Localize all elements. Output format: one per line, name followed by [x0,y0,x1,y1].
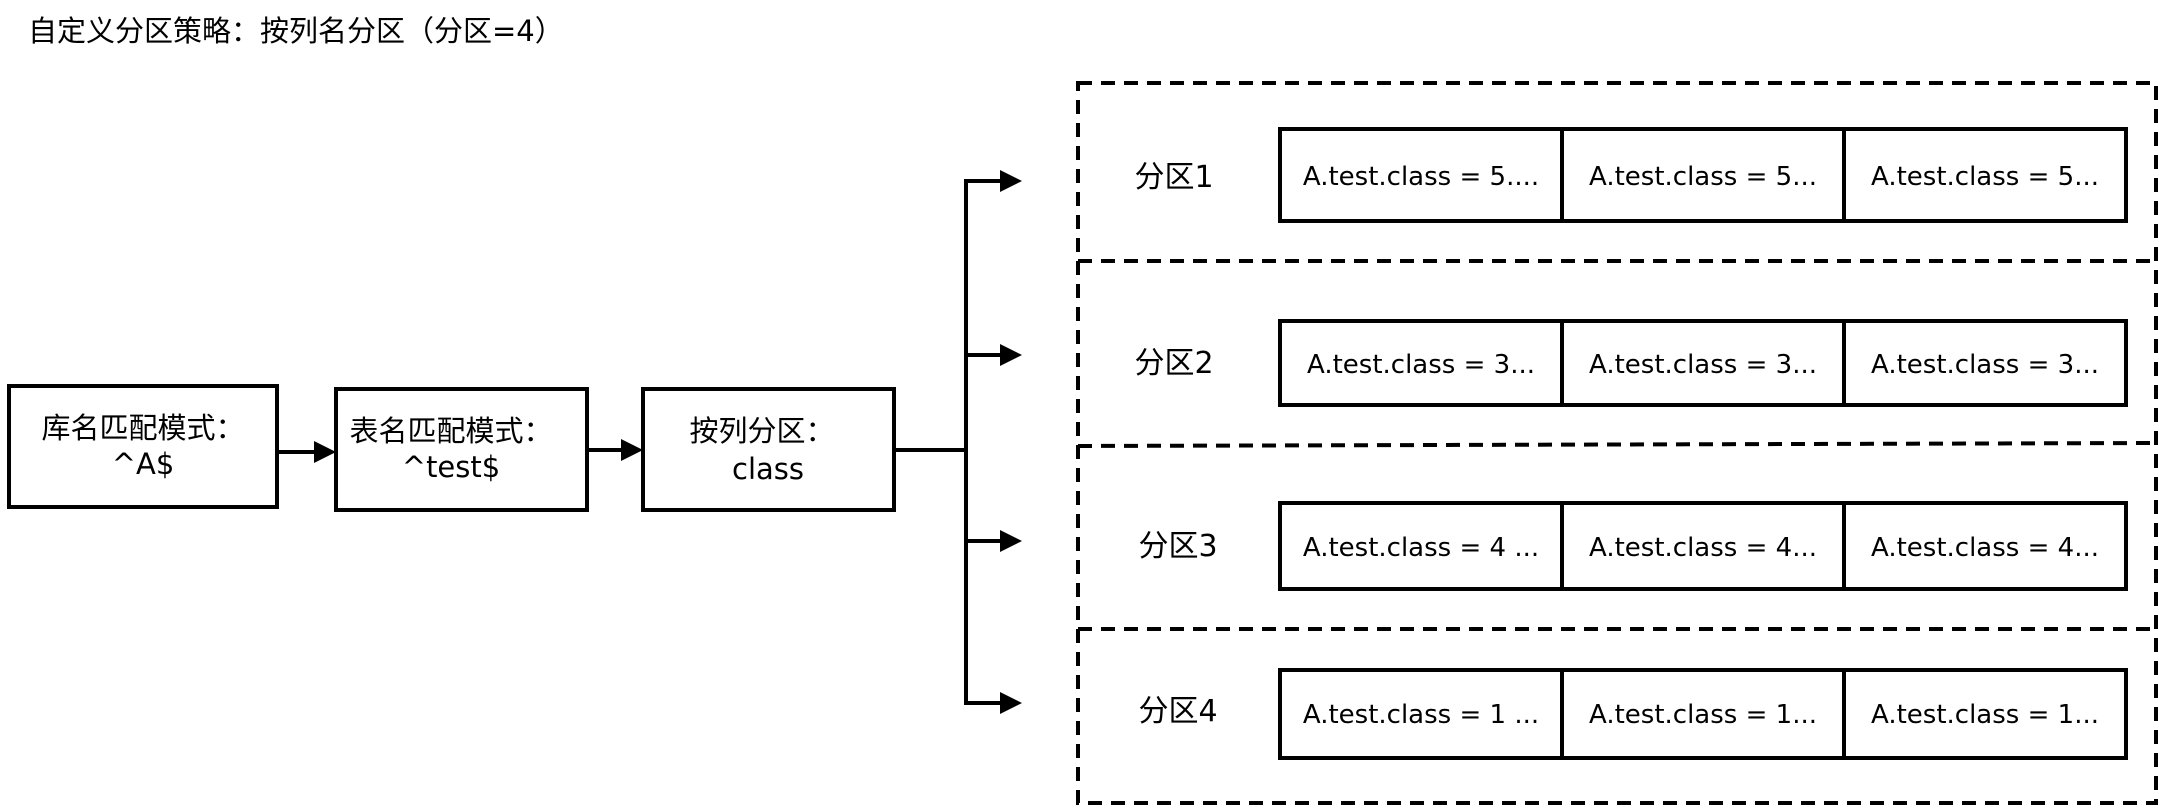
database-pattern-label: 库名匹配模式： [41,411,244,445]
table-pattern-value: ^test$ [402,450,500,484]
pipeline-box-table-pattern: 表名匹配模式： ^test$ [334,387,589,512]
fanout-arrowhead-2 [1000,344,1022,366]
partition-2-cell-2 [1560,319,1846,407]
partition-4-cell-1-text: A.test.class = 1 ... [1303,700,1539,730]
partition-3-cell-3-text: A.test.class = 4... [1871,533,2099,563]
partition-label-2: 分区2 [1134,346,1213,381]
partition-row-1: 分区1 A.test.class = 5.... A.test.class = … [1134,127,2128,223]
partition-4-cell-3-text: A.test.class = 1... [1871,700,2099,730]
partition-4-cell-2-text: A.test.class = 1... [1589,700,1817,730]
partition-1-cell-3-text: A.test.class = 5... [1871,162,2099,192]
partition-label-1: 分区1 [1134,160,1213,195]
table-pattern-label: 表名匹配模式： [349,414,552,448]
partition-2-cell-3-text: A.test.class = 3... [1871,350,2099,380]
partition-row-4: 分区4 A.test.class = 1 ... A.test.class = … [1138,668,2128,760]
arrow-head-1 [314,441,336,463]
partition-label-4: 分区4 [1138,694,1217,729]
pipeline-box-column-partition: 按列分区： class [641,387,896,512]
partition-4-cell-2 [1560,668,1846,760]
partition-2-cell-3 [1842,319,2128,407]
column-partition-label: 按列分区： [689,414,834,448]
fanout-arrowhead-4 [1000,692,1022,714]
partition-3-cell-3 [1842,501,2128,591]
column-partition-value: class [732,452,804,486]
partition-row-3: 分区3 A.test.class = 4 ... A.test.class = … [1138,501,2128,591]
fanout-arrowhead-3 [1000,530,1022,552]
fanout-arrowhead-1 [1000,170,1022,192]
partition-2-cell-1-text: A.test.class = 3... [1307,350,1535,380]
arrow-head-2 [621,439,643,461]
partition-1-cell-2 [1560,127,1846,223]
partition-1-cell-2-text: A.test.class = 5... [1589,162,1817,192]
partition-3-cell-1 [1278,501,1564,591]
partition-1-cell-1-text: A.test.class = 5.... [1303,162,1539,192]
database-pattern-value: ^A$ [112,447,175,481]
partition-1-cell-1 [1278,127,1564,223]
partition-divider-2 [1077,441,2157,448]
partition-2-cell-2-text: A.test.class = 3... [1589,350,1817,380]
diagram-title: 自定义分区策略：按列名分区（分区=4） [28,14,564,48]
partition-3-cell-1-text: A.test.class = 4 ... [1303,533,1539,563]
partition-3-cell-2-text: A.test.class = 4... [1589,533,1817,563]
partition-label-3: 分区3 [1138,529,1217,564]
partition-3-cell-2 [1560,501,1846,591]
partition-4-cell-3 [1842,668,2128,760]
partition-2-cell-1 [1278,319,1564,407]
partition-row-2: 分区2 A.test.class = 3... A.test.class = 3… [1134,319,2128,407]
partition-1-cell-3 [1842,127,2128,223]
pipeline-box-database-pattern: 库名匹配模式： ^A$ [7,384,279,509]
partitions-container [1076,81,2158,805]
partition-4-cell-1 [1278,668,1564,760]
